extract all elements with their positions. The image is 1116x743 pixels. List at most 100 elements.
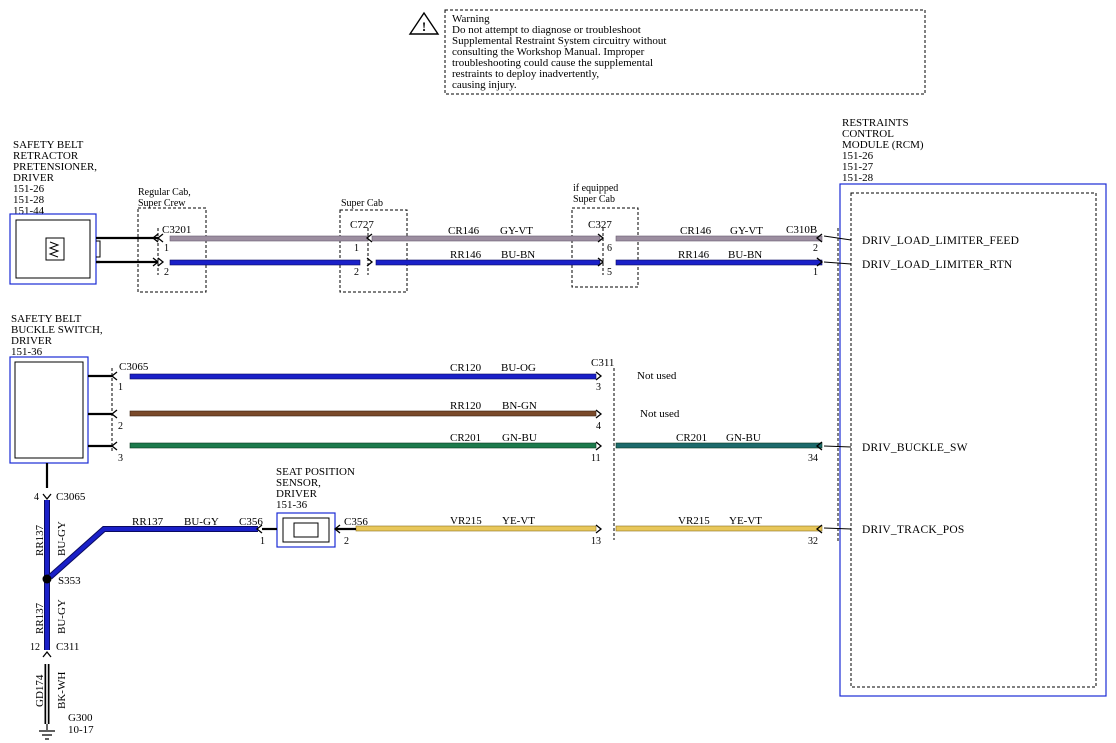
splice-s353 xyxy=(42,574,52,584)
rcm-inner xyxy=(850,192,1097,688)
if-equipped-label-2: Super Cab xyxy=(573,194,615,205)
retractor-label-5: 151-26 xyxy=(13,183,45,195)
warning-line-2: Supplemental Restraint System circuitry … xyxy=(452,35,666,47)
squib-icon xyxy=(45,237,65,261)
pin-c3201-2: 2 xyxy=(164,267,169,278)
wire-cr146-seg2 xyxy=(371,235,601,242)
svg-text:!: ! xyxy=(422,19,426,34)
not-used-note-2: Not used xyxy=(640,408,680,420)
label-bkwh: BK-WH xyxy=(56,672,68,709)
pin-c3065-4: 4 xyxy=(34,492,39,503)
rcm-outline xyxy=(839,183,1107,697)
warning-line-6: causing injury. xyxy=(452,79,517,91)
c3201-label: C3201 xyxy=(162,224,191,236)
wire-cr201-seg1 xyxy=(129,442,597,449)
wires xyxy=(44,235,823,724)
retractor-outline xyxy=(9,213,97,285)
wire-rr146-seg1 xyxy=(169,259,361,266)
pin-c310b-2: 2 xyxy=(813,243,818,254)
warning-line-4: troubleshooting could cause the suppleme… xyxy=(452,57,653,69)
regular-cab-group: Regular Cab, Super Crew xyxy=(137,187,207,293)
label-bugy-h: BU-GY xyxy=(184,516,219,528)
if-equipped-box xyxy=(571,207,639,288)
c3065-vertical-label: C3065 xyxy=(56,491,86,503)
pin-c727-1: 1 xyxy=(354,243,359,254)
not-used-note-1: Not used xyxy=(637,370,677,382)
label-cr120: CR120 xyxy=(450,362,482,374)
pin-c310b-1: 1 xyxy=(813,267,818,278)
pin-c327-5: 5 xyxy=(607,267,612,278)
seat-label-1: SEAT POSITION xyxy=(276,466,355,478)
rcm-label-1: RESTRAINTS xyxy=(842,117,909,129)
retractor-label-3: PRETENSIONER, xyxy=(13,161,97,173)
pin-c356-1: 1 xyxy=(260,536,265,547)
regular-cab-label-2: Super Crew xyxy=(138,198,186,209)
pin-c3201-1: 1 xyxy=(164,243,169,254)
g300-label: G300 xyxy=(68,712,93,724)
c310b-label: C310B xyxy=(786,224,817,236)
wire-rr120 xyxy=(129,410,597,417)
wire-cr120 xyxy=(129,373,597,380)
wire-rr146-seg2 xyxy=(375,259,601,266)
wire-rr146-seg3 xyxy=(615,259,823,266)
c727-label: C727 xyxy=(350,219,374,231)
label-cr146-1: CR146 xyxy=(448,225,480,237)
label-bugy-v2: BU-GY xyxy=(56,599,68,634)
super-cab-group: Super Cab xyxy=(339,198,408,293)
warning-box: ! Warning Do not attempt to diagnose or … xyxy=(408,9,926,95)
rcm-label-3: MODULE (RCM) xyxy=(842,139,924,151)
seat-label-4: 151-36 xyxy=(276,499,308,511)
rcm-label-5: 151-27 xyxy=(842,161,874,173)
if-equipped-label-1: if equipped xyxy=(573,183,618,194)
restraints-control-module: RESTRAINTS CONTROL MODULE (RCM) 151-26 1… xyxy=(823,117,1107,697)
pin-c3065-2: 2 xyxy=(118,421,123,432)
pin-c356-2: 2 xyxy=(344,536,349,547)
super-cab-box xyxy=(339,209,408,293)
regular-cab-label-1: Regular Cab, xyxy=(138,187,191,198)
label-cr146-2: CR146 xyxy=(680,225,712,237)
label-bubn-1: BU-BN xyxy=(501,249,535,261)
c3065-label: C3065 xyxy=(119,361,149,373)
retractor-label-7: 151-44 xyxy=(13,205,45,217)
warning-line-3: consulting the Workshop Manual. Improper xyxy=(452,46,645,58)
label-gd174: GD174 xyxy=(34,674,46,707)
circuit-labels: CR146 GY-VT CR146 GY-VT RR146 BU-BN RR14… xyxy=(34,225,763,709)
label-rr137-v2: RR137 xyxy=(34,602,46,634)
seat-label-2: SENSOR, xyxy=(276,477,321,489)
ground-icon xyxy=(39,724,55,740)
pin-c3065-1: 1 xyxy=(118,382,123,393)
label-cr201-2: CR201 xyxy=(676,432,707,444)
rcm-label-4: 151-26 xyxy=(842,150,874,162)
wire-vr215-seg2 xyxy=(615,525,823,532)
buckle-label-2: BUCKLE SWITCH, xyxy=(11,324,103,336)
label-bugy-v1: BU-GY xyxy=(56,521,68,556)
label-rr137-v1: RR137 xyxy=(34,524,46,556)
seat-element xyxy=(293,522,319,538)
label-bngn: BN-GN xyxy=(502,400,537,412)
label-rr146-1: RR146 xyxy=(450,249,482,261)
connector-labels: C3201 C727 C327 C310B C3065 C311 C356 C3… xyxy=(56,219,817,736)
c356-label-1: C356 xyxy=(239,516,263,528)
rcm-signal-rtn: DRIV_LOAD_LIMITER_RTN xyxy=(862,259,1013,271)
rcm-label-2: CONTROL xyxy=(842,128,894,140)
regular-cab-box xyxy=(137,207,207,293)
wire-cr201-seg2 xyxy=(615,442,823,449)
buckle-switch: SAFETY BELT BUCKLE SWITCH, DRIVER 151-36 xyxy=(9,313,103,464)
pin-c311-4: 4 xyxy=(596,421,601,432)
warning-frame xyxy=(444,9,926,95)
warning-triangle-icon: ! xyxy=(408,11,440,35)
retractor-label-4: DRIVER xyxy=(13,172,55,184)
label-buog: BU-OG xyxy=(501,362,536,374)
buckle-body xyxy=(14,361,84,459)
buckle-label-3: DRIVER xyxy=(11,335,53,347)
label-yevt-2: YE-VT xyxy=(729,515,762,527)
g300-ref: 10-17 xyxy=(68,724,94,736)
retractor-pretensioner: SAFETY BELT RETRACTOR PRETENSIONER, DRIV… xyxy=(9,139,101,285)
pin-c311-12: 12 xyxy=(30,642,40,653)
c311-label: C311 xyxy=(591,357,614,369)
rcm-signal-buckle: DRIV_BUCKLE_SW xyxy=(862,442,968,454)
seat-label-3: DRIVER xyxy=(276,488,318,500)
label-vr215-1: VR215 xyxy=(450,515,482,527)
super-cab-label: Super Cab xyxy=(341,198,383,209)
label-gyvt-1: GY-VT xyxy=(500,225,533,237)
